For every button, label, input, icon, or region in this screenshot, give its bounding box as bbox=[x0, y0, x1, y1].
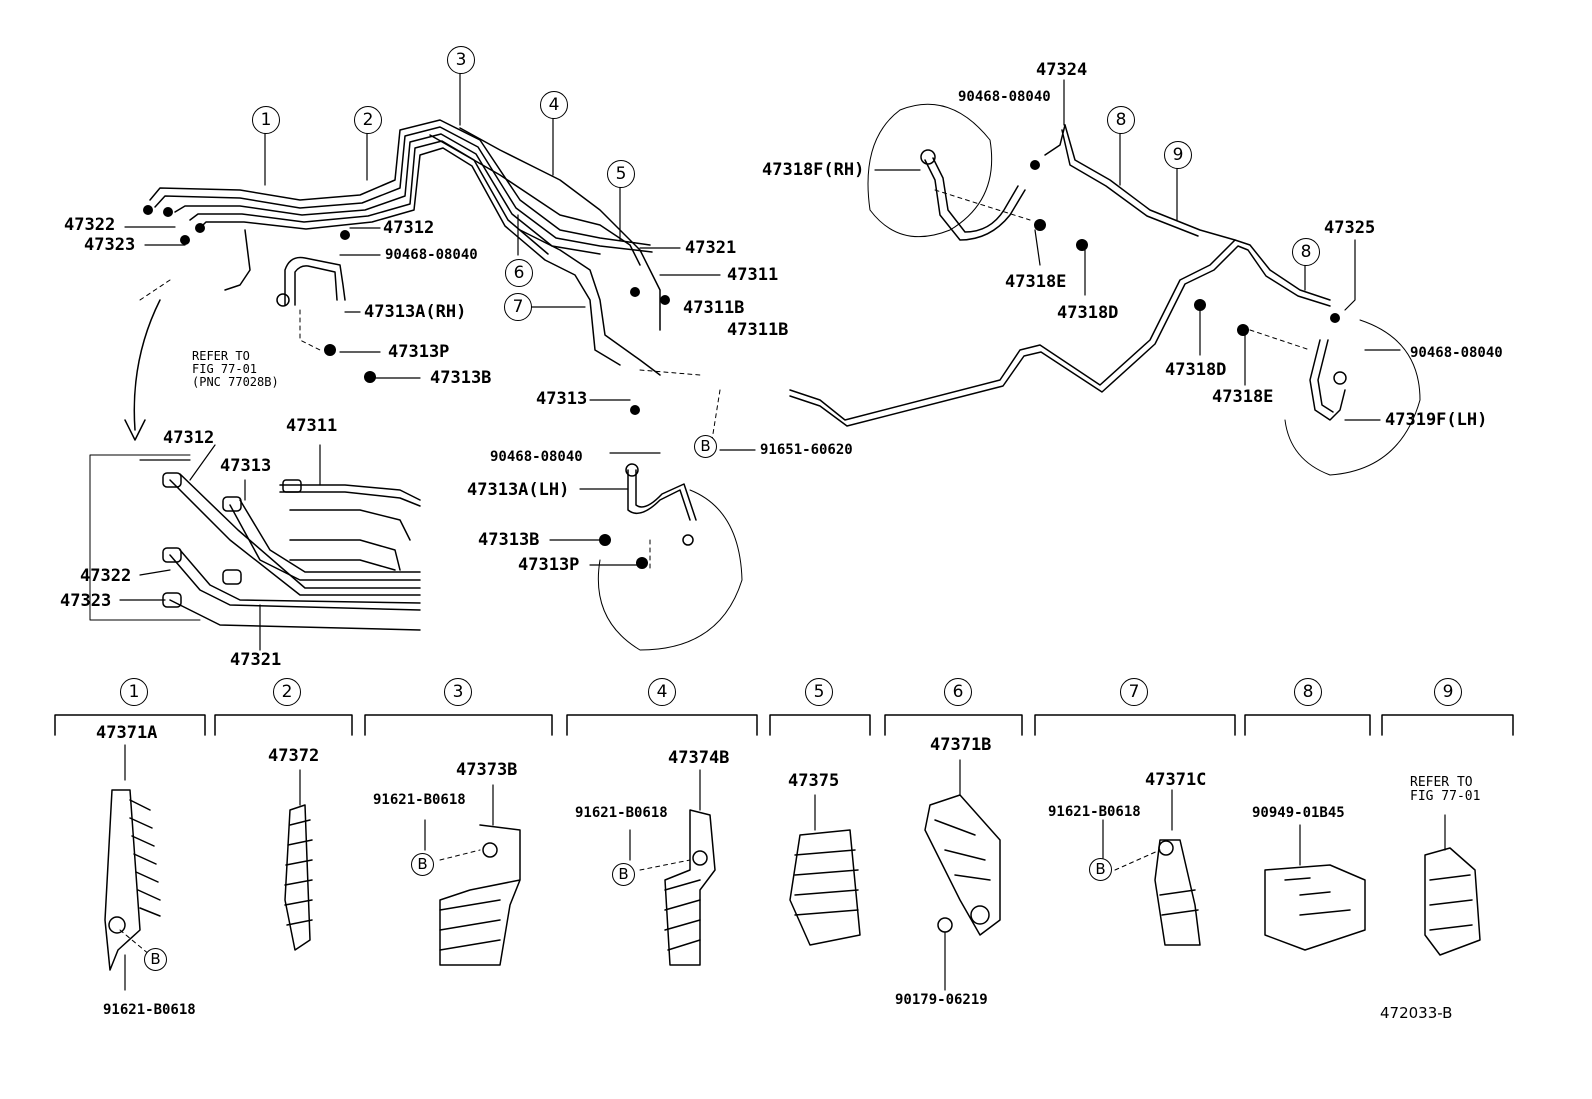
label-47318F-RH: 47318F(RH) bbox=[762, 160, 865, 180]
group-callout-8: 8 bbox=[1294, 678, 1322, 706]
label-47313A-RH: 47313A(RH) bbox=[364, 302, 467, 322]
group-callout-7: 7 bbox=[1120, 678, 1148, 706]
group-callout-3: 3 bbox=[444, 678, 472, 706]
label-47313B-mid: 47313B bbox=[478, 530, 540, 550]
tube-bundle bbox=[149, 119, 661, 376]
label-90468-top: 90468-08040 bbox=[958, 89, 1051, 105]
label-47318E-right: 47318E bbox=[1212, 387, 1274, 407]
bottom-braces bbox=[54, 714, 1514, 736]
dashed-leaders bbox=[119, 189, 1311, 956]
part-47371C: 47371C bbox=[1145, 770, 1207, 790]
part-47372: 47372 bbox=[268, 746, 320, 766]
extra-90179-06219: 90179-06219 bbox=[895, 992, 988, 1008]
label-47323: 47323 bbox=[84, 235, 136, 255]
part-47373B: 47373B bbox=[456, 760, 518, 780]
label-47325: 47325 bbox=[1324, 218, 1376, 238]
extra-91621-B0618-3: 91621-B0618 bbox=[373, 792, 466, 808]
group-callout-4: 4 bbox=[648, 678, 676, 706]
diagram-id-code: 472033-B bbox=[1380, 1004, 1453, 1022]
hose-47313A-LH bbox=[625, 463, 697, 546]
extra-91621-B0618-1: 91621-B0618 bbox=[103, 1002, 196, 1018]
callout-7: 7 bbox=[504, 293, 532, 321]
hose-47318F-RH bbox=[920, 149, 1026, 241]
label-47311B-a: 47311B bbox=[683, 298, 745, 318]
label-91651: 91651-60620 bbox=[760, 442, 853, 458]
inset-label-47312: 47312 bbox=[163, 428, 215, 448]
label-47324: 47324 bbox=[1036, 60, 1088, 80]
clamp-3-drawing bbox=[439, 824, 521, 966]
part-47371A: 47371A bbox=[96, 723, 158, 743]
group-callout-1: 1 bbox=[120, 678, 148, 706]
label-47318D-left: 47318D bbox=[1057, 303, 1119, 323]
inset-label-47323: 47323 bbox=[60, 591, 112, 611]
part-47375: 47375 bbox=[788, 771, 840, 791]
b-marker-top: B bbox=[694, 435, 717, 458]
label-47313P: 47313P bbox=[388, 342, 450, 362]
callout-8b: 8 bbox=[1292, 238, 1320, 266]
inset-label-47321: 47321 bbox=[230, 650, 282, 670]
hose-47313A-RH bbox=[276, 256, 346, 307]
callout-4: 4 bbox=[540, 91, 568, 119]
part-47374B: 47374B bbox=[668, 748, 730, 768]
detail-circles bbox=[89, 103, 1421, 651]
callout-6: 6 bbox=[505, 259, 533, 287]
group-callout-6: 6 bbox=[944, 678, 972, 706]
part-90949-01B45: 90949-01B45 bbox=[1252, 805, 1345, 821]
label-90468-left: 90468-08040 bbox=[385, 247, 478, 263]
clamp-1-drawing bbox=[104, 789, 161, 971]
clamp-6-drawing bbox=[924, 794, 1001, 936]
inset-label-47311: 47311 bbox=[286, 416, 338, 436]
group-callout-5: 5 bbox=[805, 678, 833, 706]
extra-91621-B0618-7: 91621-B0618 bbox=[1048, 804, 1141, 820]
part-47371B: 47371B bbox=[930, 735, 992, 755]
refer-note-9: REFER TO FIG 77-01 bbox=[1410, 775, 1481, 804]
clamp-5-drawing bbox=[789, 829, 861, 946]
label-47313B: 47313B bbox=[430, 368, 492, 388]
refer-line-3: (PNC 77028B) bbox=[192, 375, 279, 389]
fittings bbox=[143, 160, 1340, 569]
callout-1: 1 bbox=[252, 106, 280, 134]
refer-line-2: FIG 77-01 bbox=[192, 362, 258, 376]
callout-5: 5 bbox=[607, 160, 635, 188]
b-marker-3: B bbox=[411, 853, 434, 876]
label-47313A-LH: 47313A(LH) bbox=[467, 480, 570, 500]
label-47311: 47311 bbox=[727, 265, 779, 285]
label-90468-right: 90468-08040 bbox=[1410, 345, 1503, 361]
clamp-2-drawing bbox=[284, 804, 313, 951]
label-47322: 47322 bbox=[64, 215, 116, 235]
callout-9: 9 bbox=[1164, 141, 1192, 169]
group-callout-2: 2 bbox=[273, 678, 301, 706]
long-brake-line bbox=[789, 124, 1331, 427]
label-47319F-LH: 47319F(LH) bbox=[1385, 410, 1488, 430]
b-marker-4: B bbox=[612, 863, 635, 886]
label-47313: 47313 bbox=[536, 389, 588, 409]
refer-note-top: REFER TO FIG 77-01 (PNC 77028B) bbox=[192, 337, 279, 389]
b-marker-1: B bbox=[144, 948, 167, 971]
label-47311B-b: 47311B bbox=[727, 320, 789, 340]
inset-arrow bbox=[124, 299, 161, 441]
hose-47319F-LH bbox=[1309, 339, 1347, 421]
label-47321: 47321 bbox=[685, 238, 737, 258]
clamp-9-drawing bbox=[1424, 847, 1481, 956]
callout-2: 2 bbox=[354, 106, 382, 134]
refer-line-1: REFER TO bbox=[192, 349, 250, 363]
label-47318E-left: 47318E bbox=[1005, 272, 1067, 292]
inset-label-47313: 47313 bbox=[220, 456, 272, 476]
callout-3: 3 bbox=[447, 46, 475, 74]
inset-label-47322: 47322 bbox=[80, 566, 132, 586]
b-marker-7: B bbox=[1089, 858, 1112, 881]
leader-lines bbox=[119, 69, 1446, 991]
clamp-8-drawing bbox=[1264, 864, 1366, 951]
label-47318D-right: 47318D bbox=[1165, 360, 1227, 380]
inset-tubes bbox=[162, 472, 421, 631]
clamp-7-drawing bbox=[1154, 839, 1201, 946]
label-47312: 47312 bbox=[383, 218, 435, 238]
clamp-4-drawing bbox=[664, 809, 716, 966]
label-90468-mid: 90468-08040 bbox=[490, 449, 583, 465]
group-callout-9: 9 bbox=[1434, 678, 1462, 706]
label-47313P-mid: 47313P bbox=[518, 555, 580, 575]
extra-91621-B0618-4: 91621-B0618 bbox=[575, 805, 668, 821]
callout-8: 8 bbox=[1107, 106, 1135, 134]
